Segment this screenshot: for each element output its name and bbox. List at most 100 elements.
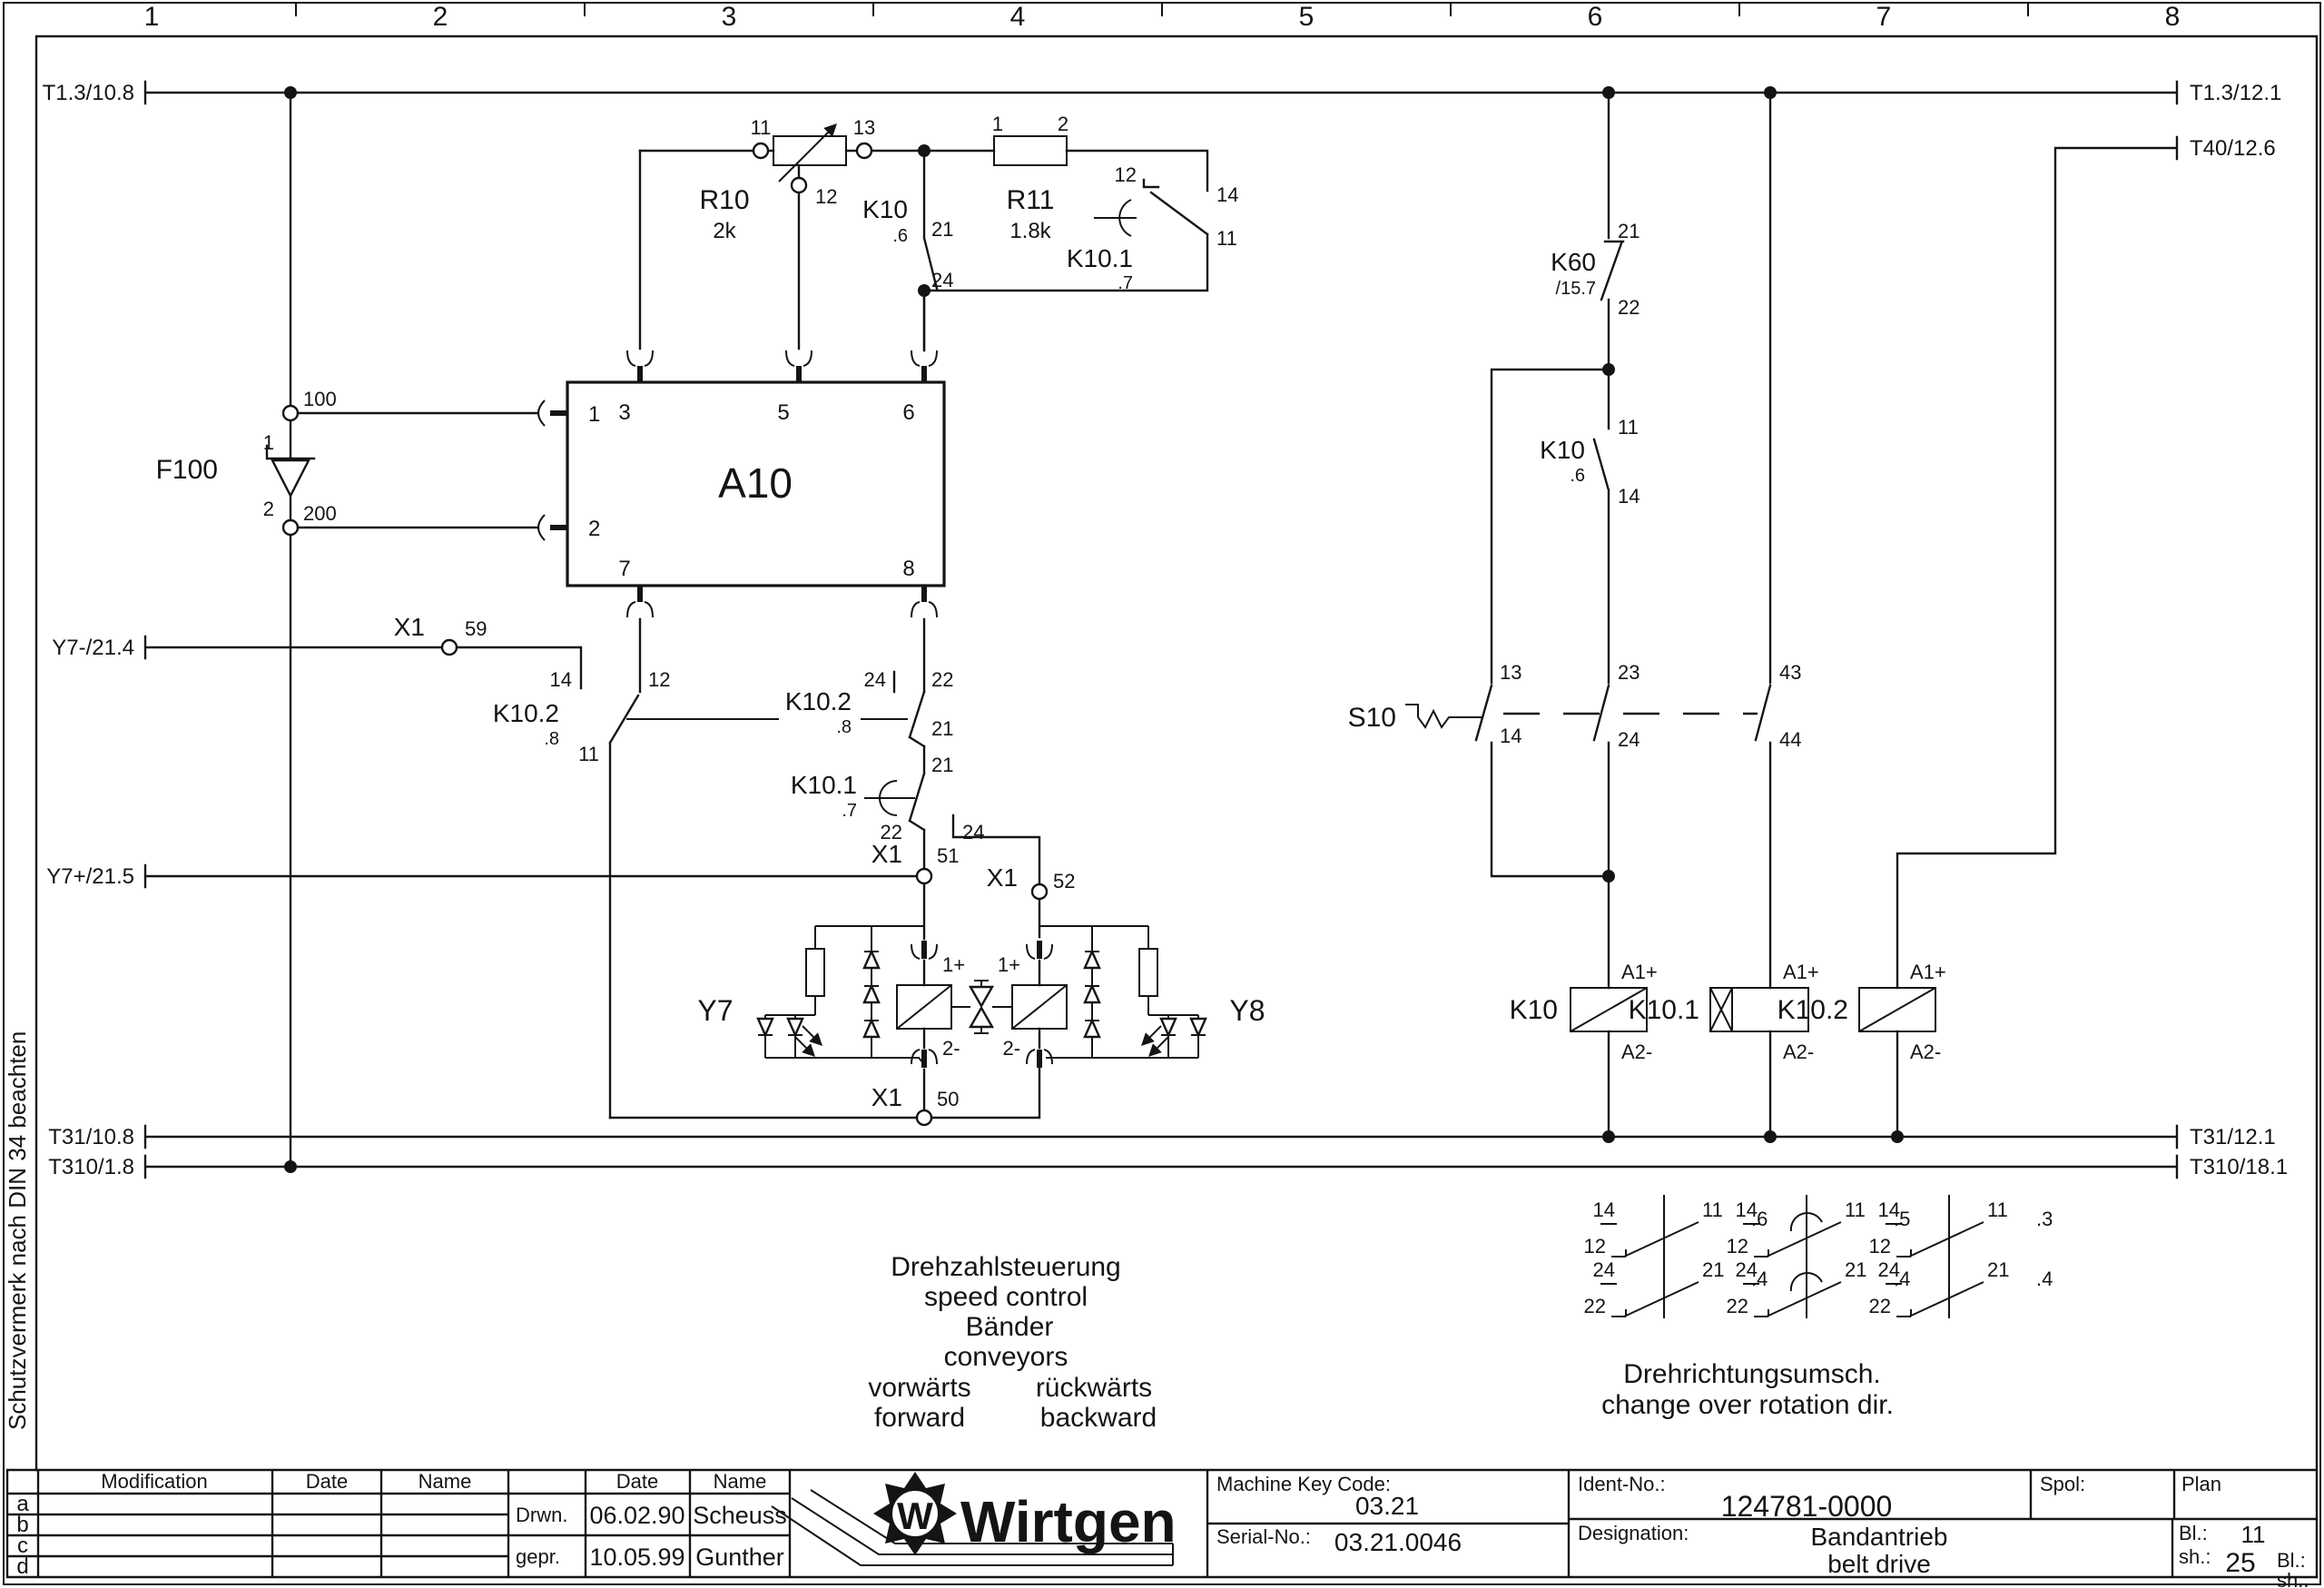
xref2-21: 21 bbox=[1845, 1258, 1866, 1281]
k10-right-11: 11 bbox=[1618, 416, 1639, 439]
s10-14: 14 bbox=[1500, 725, 1521, 747]
xref2-12: 12 bbox=[1727, 1235, 1748, 1258]
tb-drwn: Drwn. bbox=[516, 1504, 567, 1526]
caption-forward: forward bbox=[874, 1403, 965, 1433]
caption-right-de: Drehrichtungsumsch. bbox=[1623, 1359, 1880, 1389]
a10-pin5: 5 bbox=[777, 400, 789, 425]
r10-13: 13 bbox=[853, 116, 875, 139]
k101-bot-label: K10.1 bbox=[791, 771, 857, 799]
k10-right-14: 14 bbox=[1618, 485, 1640, 508]
y7-solenoid bbox=[608, 925, 1041, 1127]
tb-ident-value: 124781-0000 bbox=[1721, 1490, 1893, 1523]
xref3-12: 12 bbox=[1869, 1235, 1891, 1258]
r11-1: 1 bbox=[992, 113, 1003, 135]
x1-50-50: 50 bbox=[937, 1088, 959, 1110]
k102-left-14: 14 bbox=[550, 668, 572, 691]
f100-2: 2 bbox=[263, 498, 274, 520]
k60-21: 21 bbox=[1618, 220, 1640, 242]
r11-resistor bbox=[918, 135, 1209, 192]
coil-k102-label: K10.2 bbox=[1777, 995, 1848, 1025]
xref1-22: 22 bbox=[1584, 1295, 1606, 1317]
xref3-24: 24 bbox=[1878, 1258, 1900, 1281]
xref3-21: 21 bbox=[1987, 1258, 2009, 1281]
caption-backward: backward bbox=[1040, 1403, 1157, 1433]
xref3-14: 14 bbox=[1878, 1198, 1900, 1221]
k102-left-ref: .8 bbox=[544, 729, 559, 749]
xref1-12: 12 bbox=[1584, 1235, 1606, 1258]
a10-pin8: 8 bbox=[902, 557, 914, 581]
k102-right-label: K10.2 bbox=[785, 687, 852, 715]
caption-de-2: Bänder bbox=[966, 1312, 1054, 1342]
tb-plan: Plan bbox=[2181, 1473, 2221, 1495]
tb-designation-en: belt drive bbox=[1827, 1550, 1931, 1578]
k101-top-ref: .7 bbox=[1118, 273, 1133, 293]
ruler-4: 4 bbox=[1010, 2, 1026, 32]
y7-label: Y7 bbox=[697, 994, 733, 1027]
wire-t13-108: T1.3/10.8 bbox=[43, 81, 134, 105]
k10-right-label: K10 bbox=[1540, 436, 1585, 464]
r11-2: 2 bbox=[1058, 113, 1068, 135]
k102-right-21: 21 bbox=[931, 717, 953, 740]
k101-top-12: 12 bbox=[1115, 163, 1137, 186]
a10-pin7: 7 bbox=[618, 557, 630, 581]
tb-bl2-label: Bl.: bbox=[2277, 1549, 2306, 1572]
ruler-3: 3 bbox=[722, 2, 737, 32]
y8-label: Y8 bbox=[1229, 994, 1265, 1027]
xref1-ref1: .6 bbox=[1751, 1208, 1768, 1230]
a10-pin6: 6 bbox=[902, 400, 914, 425]
k102-right-24: 24 bbox=[864, 668, 886, 691]
xref1-14: 14 bbox=[1593, 1198, 1615, 1221]
wire-t31-121: T31/12.1 bbox=[2190, 1125, 2276, 1149]
y7-2minus: 2- bbox=[942, 1037, 960, 1060]
f100-100: 100 bbox=[303, 388, 337, 410]
caption-right-en: change over rotation dir. bbox=[1601, 1390, 1894, 1420]
xref1-11: 11 bbox=[1702, 1198, 1723, 1221]
tb-bl-value: 11 bbox=[2241, 1521, 2266, 1548]
r10-11: 11 bbox=[751, 116, 772, 139]
xref2-24: 24 bbox=[1736, 1258, 1758, 1281]
xref3-22: 22 bbox=[1869, 1295, 1891, 1317]
k101-bot-21: 21 bbox=[931, 754, 953, 776]
caption-rueckwaerts: rückwärts bbox=[1036, 1373, 1152, 1403]
tb-mkc-value: 03.21 bbox=[1355, 1492, 1419, 1520]
k102-left-12: 12 bbox=[648, 668, 670, 691]
s10-label: S10 bbox=[1348, 703, 1396, 733]
tb-name2: Name bbox=[714, 1470, 767, 1493]
s10-13: 13 bbox=[1500, 661, 1521, 684]
xref1-ref2: .4 bbox=[1751, 1267, 1768, 1290]
ruler-2: 2 bbox=[433, 2, 448, 32]
r11-value: 1.8k bbox=[1009, 219, 1051, 243]
k60-ref: /15.7 bbox=[1556, 279, 1596, 299]
tb-row-a: a bbox=[16, 1492, 29, 1516]
x1-50-x1: X1 bbox=[872, 1083, 902, 1111]
logo-letter: W bbox=[897, 1494, 933, 1537]
k101-bot-ref: .7 bbox=[842, 801, 857, 821]
r10-label: R10 bbox=[699, 185, 749, 215]
a10-pin1: 1 bbox=[588, 402, 600, 427]
k10-top-24: 24 bbox=[931, 269, 953, 291]
tb-row-c: c bbox=[17, 1534, 28, 1558]
k101-bot-24: 24 bbox=[962, 821, 984, 843]
f100-label: F100 bbox=[156, 455, 218, 485]
ruler-1: 1 bbox=[144, 2, 160, 32]
wire-y7-minus: Y7-/21.4 bbox=[52, 636, 134, 660]
wire-t40-126: T40/12.6 bbox=[2190, 136, 2276, 161]
coil-k102-a2: A2- bbox=[1910, 1041, 1941, 1063]
xref2-ref2: .4 bbox=[1894, 1267, 1910, 1290]
coil-k10-a1: A1+ bbox=[1621, 961, 1658, 983]
xref2-ref1: .5 bbox=[1894, 1208, 1910, 1230]
k102-right-ref: .8 bbox=[836, 717, 852, 737]
ruler-8: 8 bbox=[2165, 2, 2181, 32]
f100-200: 200 bbox=[303, 502, 337, 525]
x1-52-52: 52 bbox=[1053, 870, 1075, 893]
tb-bl-label: Bl.: bbox=[2179, 1522, 2208, 1544]
y8-solenoid bbox=[1011, 925, 1207, 1068]
coil-k101-a2: A2- bbox=[1783, 1041, 1814, 1063]
xref1-24: 24 bbox=[1593, 1258, 1615, 1281]
ruler-6: 6 bbox=[1588, 2, 1603, 32]
tb-drwn-date: 06.02.90 bbox=[589, 1502, 684, 1529]
x1-51-branch bbox=[143, 863, 933, 941]
caption-en-1: speed control bbox=[924, 1282, 1088, 1312]
tb-sh-value: 25 bbox=[2225, 1548, 2255, 1578]
